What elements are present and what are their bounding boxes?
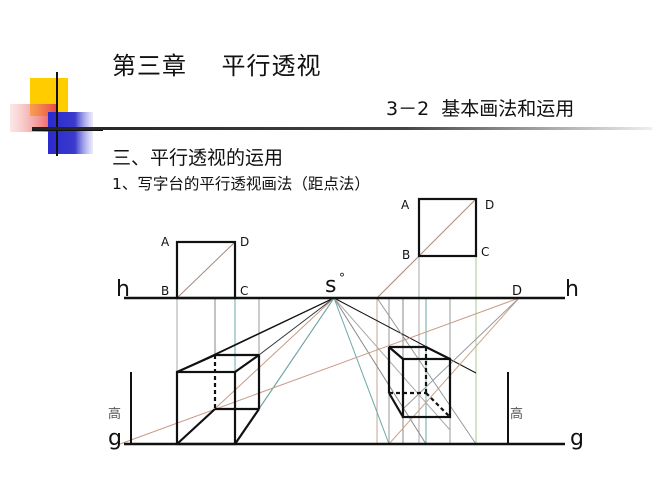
heading: 三、平行透视的运用	[112, 147, 284, 169]
left-square-label-d: D	[240, 235, 249, 249]
height-label-left: 高	[108, 406, 121, 422]
right-square-label-a: A	[401, 198, 410, 212]
left-cube	[175, 353, 261, 446]
title-divider	[32, 127, 652, 130]
section-title: 3－2 基本画法和运用	[386, 98, 575, 120]
left-plan-square	[175, 240, 237, 300]
ground-label-left: g	[108, 426, 122, 451]
horizon-label-right: h	[565, 277, 579, 302]
vanishing-point-mark: °	[339, 271, 345, 285]
left-square-label-a: A	[161, 235, 170, 249]
height-label-right: 高	[510, 406, 523, 422]
right-square-label-c: C	[481, 245, 489, 259]
logo-blue-square	[48, 112, 93, 154]
right-square-label-d: D	[485, 198, 494, 212]
ground-label-right: g	[570, 426, 584, 451]
right-cube	[387, 345, 452, 419]
distance-point-label: D	[512, 284, 522, 299]
left-square-label-c: C	[240, 284, 248, 298]
right-plan-square	[417, 197, 478, 258]
slide-logo	[8, 70, 103, 160]
left-square-label-b: B	[161, 284, 169, 298]
right-square-label-b: B	[402, 248, 410, 262]
vanishing-point-label: s	[325, 273, 336, 298]
horizon-label-left: h	[116, 277, 130, 302]
subheading: 1、写字台的平行透视画法（距点法）	[112, 175, 370, 193]
chapter-title: 第三章 平行透视	[112, 52, 322, 80]
